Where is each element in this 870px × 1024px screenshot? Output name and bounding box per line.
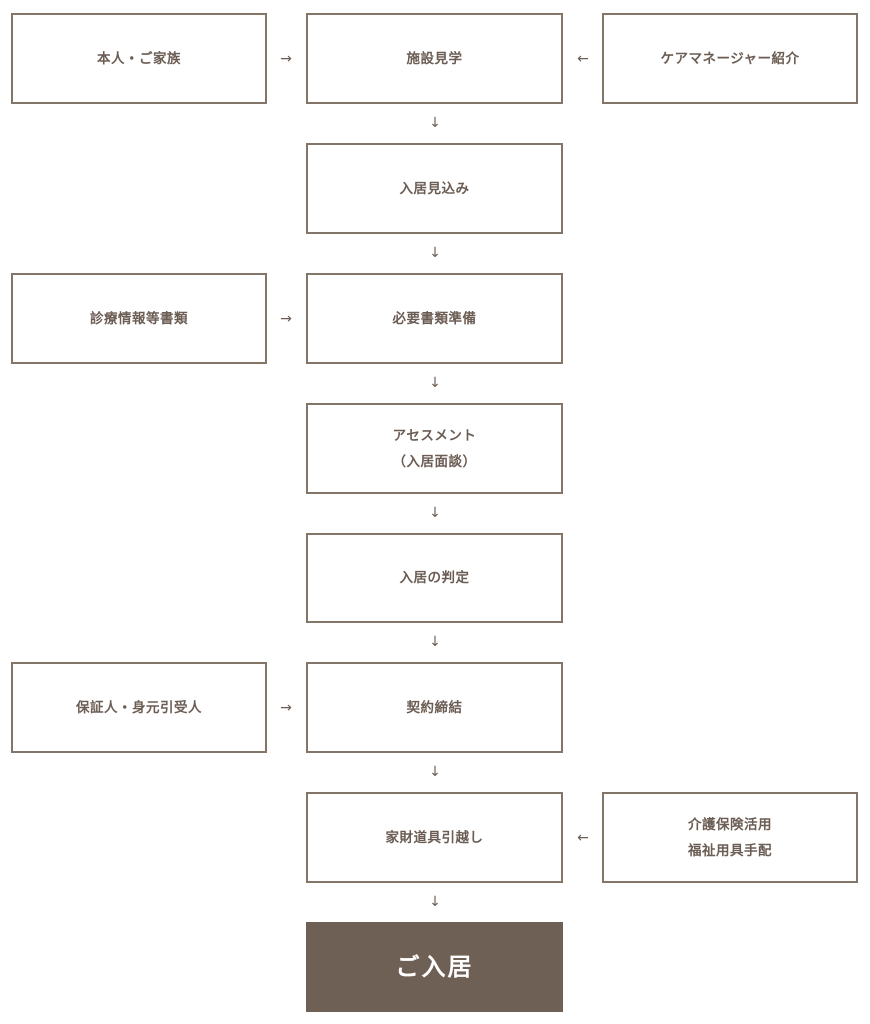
box-label: 診療情報等書類 bbox=[90, 310, 188, 327]
box-admission-decision: 入居の判定 bbox=[306, 533, 563, 623]
box-sublabel: 福祉用具手配 bbox=[688, 842, 772, 859]
box-label: 入居の判定 bbox=[399, 570, 470, 586]
box-label: ケアマネージャー紹介 bbox=[660, 50, 800, 67]
arrow-left-icon: ← bbox=[577, 830, 589, 846]
box-label: 契約締結 bbox=[406, 699, 463, 716]
arrow-left-icon: ← bbox=[577, 51, 589, 67]
box-label: 入居見込み bbox=[399, 180, 470, 197]
box-medical-documents: 診療情報等書類 bbox=[11, 273, 267, 364]
box-care-manager: ケアマネージャー紹介 bbox=[602, 13, 858, 104]
box-self-family: 本人・ご家族 bbox=[11, 13, 267, 104]
box-label: 介護保険活用 bbox=[688, 816, 772, 833]
box-moving-belongings: 家財道具引越し bbox=[306, 792, 563, 883]
box-move-in-final: ご入居 bbox=[306, 922, 563, 1012]
arrow-down-icon: ↓ bbox=[429, 115, 441, 131]
arrow-down-icon: ↓ bbox=[429, 764, 441, 780]
arrow-down-icon: ↓ bbox=[429, 505, 441, 521]
box-label: 施設見学 bbox=[406, 50, 463, 67]
arrow-down-icon: ↓ bbox=[429, 634, 441, 650]
box-care-insurance: 介護保険活用 福祉用具手配 bbox=[602, 792, 858, 883]
box-label: アセスメント bbox=[392, 427, 477, 444]
box-label: 必要書類準備 bbox=[392, 310, 477, 327]
arrow-down-icon: ↓ bbox=[429, 375, 441, 391]
box-label: 本人・ご家族 bbox=[97, 50, 181, 67]
box-assessment: アセスメント （入居面談） bbox=[306, 403, 563, 494]
arrow-right-icon: → bbox=[280, 700, 292, 716]
final-label: ご入居 bbox=[395, 953, 474, 981]
arrow-down-icon: ↓ bbox=[429, 894, 441, 910]
box-move-in-prospect: 入居見込み bbox=[306, 143, 563, 234]
box-sublabel: （入居面談） bbox=[392, 453, 477, 470]
box-guarantor: 保証人・身元引受人 bbox=[11, 662, 267, 753]
box-contract: 契約締結 bbox=[306, 662, 563, 753]
box-label: 保証人・身元引受人 bbox=[76, 699, 202, 716]
arrow-down-icon: ↓ bbox=[429, 245, 441, 261]
box-prepare-documents: 必要書類準備 bbox=[306, 273, 563, 364]
box-label: 家財道具引越し bbox=[385, 829, 484, 846]
arrow-right-icon: → bbox=[280, 51, 292, 67]
box-facility-tour: 施設見学 bbox=[306, 13, 563, 104]
arrow-right-icon: → bbox=[280, 311, 292, 327]
